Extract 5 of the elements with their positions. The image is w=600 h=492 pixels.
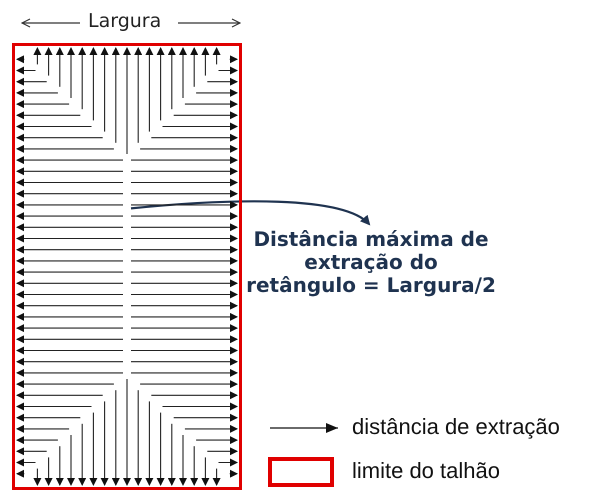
leader-arrow: [130, 200, 371, 226]
legend-text: limite do talhão: [352, 458, 500, 484]
annotation-text: Distância máxima de extração do retângulo = Largura/2: [246, 228, 496, 297]
dimension-label: Largura: [88, 10, 162, 32]
legend-text: distância de extração: [352, 414, 560, 440]
